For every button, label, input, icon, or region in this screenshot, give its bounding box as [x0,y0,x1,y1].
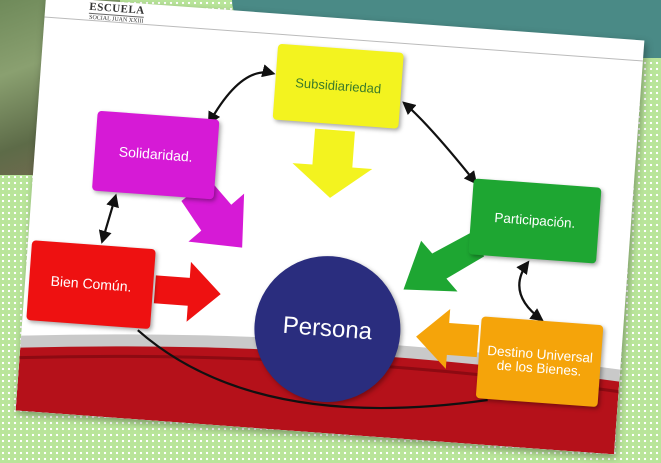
node-solidaridad-label: Solidaridad. [118,143,194,166]
center-persona-label: Persona [281,311,373,346]
node-bien-comun: Bien Común. [26,240,156,330]
node-participacion: Participación. [468,178,602,264]
node-subsidiariedad: Subsidiariedad [272,43,404,129]
slide: ESCUELA SOCIAL JUAN XXIII Subsidiariedad… [15,0,645,455]
node-solidaridad: Solidaridad. [91,110,220,200]
connector-participacion-destino [516,260,544,322]
arrow-subsidiariedad [292,128,373,198]
connector-subsidiariedad-participacion [402,101,478,185]
node-subsidiariedad-label: Subsidiariedad [294,74,382,97]
node-participacion-label: Participación. [493,209,576,231]
connector-solidaridad-bien-comun [98,193,119,244]
node-destino-label: Destino Universal de los Bienes. [486,342,594,379]
node-bien-comun-label: Bien Común. [50,273,133,295]
connector-solidaridad-subsidiariedad [207,64,276,126]
node-destino: Destino Universal de los Bienes. [475,316,604,408]
